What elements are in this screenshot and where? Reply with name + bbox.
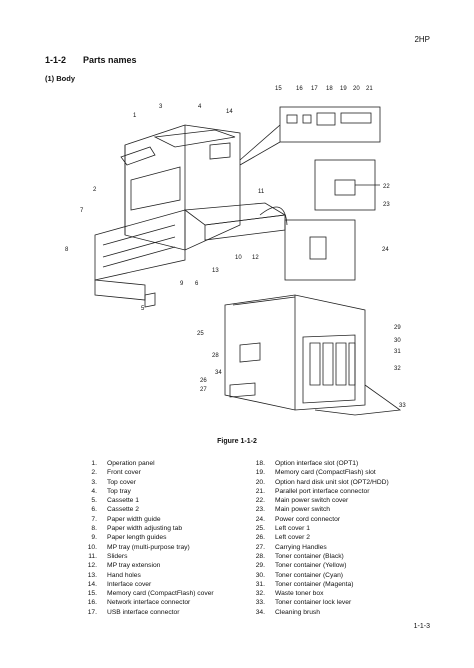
list-item: 24.Power cord connector [255, 515, 341, 523]
parts-list-left: 1.Operation panel 2.Front cover 3.Top co… [82, 459, 242, 617]
callout-21: 21 [366, 86, 373, 92]
callout-16: 16 [296, 86, 303, 92]
printer-front-drawing [94, 124, 287, 308]
callout-9: 9 [180, 281, 184, 287]
printer-parts-figure: 1 2 3 4 5 6 7 8 9 10 11 12 13 14 15 16 1… [55, 85, 425, 425]
list-item: 7.Paper width guide [91, 515, 161, 523]
callout-27: 27 [200, 387, 207, 393]
list-item: 1.Operation panel [91, 460, 155, 467]
list-item: 19.Memory card (CompactFlash) slot [255, 469, 376, 477]
list-item: 2.Front cover [91, 469, 141, 477]
printer-side-drawing [224, 294, 402, 416]
callout-17: 17 [311, 86, 318, 92]
list-item: 18.Option interface slot (OPT1) [255, 460, 359, 467]
list-item: 20.Option hard disk unit slot (OPT2/HDD) [255, 478, 389, 486]
callout-6: 6 [195, 281, 199, 287]
callout-23: 23 [383, 202, 390, 208]
list-item: 25.Left cover 1 [255, 525, 310, 533]
list-item: 6.Cassette 2 [91, 506, 139, 514]
callout-18: 18 [326, 86, 333, 92]
figure-callouts: 1 2 3 4 5 6 7 8 9 10 11 12 13 14 15 16 1… [65, 86, 406, 409]
callout-19: 19 [340, 86, 347, 92]
callout-31: 31 [394, 349, 401, 355]
power-cord-drawing [259, 206, 356, 281]
list-item: 12.MP tray extension [87, 562, 161, 570]
list-item: 17.USB interface connector [87, 608, 180, 616]
callout-28: 28 [212, 353, 219, 359]
list-item: 9.Paper length guides [91, 534, 167, 542]
callout-14: 14 [226, 109, 233, 115]
callout-30: 30 [394, 338, 401, 344]
callout-3: 3 [159, 104, 163, 110]
subsection-title: (1) Body [45, 74, 75, 83]
callout-12: 12 [252, 255, 259, 261]
callout-8: 8 [65, 247, 69, 253]
callout-5: 5 [141, 306, 145, 312]
callout-10: 10 [235, 255, 242, 261]
callout-2: 2 [93, 187, 97, 193]
callout-34: 34 [215, 370, 222, 376]
list-item: 15.Memory card (CompactFlash) cover [87, 590, 214, 598]
list-item: 3.Top cover [91, 478, 136, 486]
callout-7: 7 [80, 208, 84, 214]
list-item: 21.Parallel port interface connector [255, 487, 370, 495]
list-item: 31.Toner container (Magenta) [255, 580, 354, 588]
list-item: 22.Main power switch cover [255, 497, 349, 505]
callout-22: 22 [383, 184, 390, 190]
list-item: 5.Cassette 1 [91, 497, 139, 505]
list-item: 28.Toner container (Black) [255, 552, 344, 560]
printer-illustration: 1 2 3 4 5 6 7 8 9 10 11 12 13 14 15 16 1… [65, 86, 406, 416]
list-item: 29.Toner container (Yellow) [255, 562, 347, 570]
callout-4: 4 [198, 104, 202, 110]
list-item: 23.Main power switch [255, 506, 331, 514]
page-number: 1-1-3 [413, 623, 430, 630]
list-item: 4.Top tray [91, 487, 131, 495]
callout-20: 20 [353, 86, 360, 92]
section-heading: 1-1-2 Parts names [45, 55, 137, 65]
list-item: 27.Carrying Handles [255, 543, 327, 551]
list-item: 33.Toner container lock lever [255, 599, 352, 607]
figure-caption: Figure 1-1-2 [217, 438, 257, 445]
callout-33: 33 [399, 403, 406, 409]
callout-25: 25 [197, 331, 204, 337]
callout-26: 26 [200, 378, 207, 384]
callout-1: 1 [133, 113, 137, 119]
list-item: 11.Sliders [88, 552, 128, 560]
callout-15: 15 [275, 86, 282, 92]
list-item: 32.Waste toner box [255, 590, 324, 598]
callout-29: 29 [394, 325, 401, 331]
list-item: 8.Paper width adjusting tab [91, 525, 183, 533]
list-item: 14.Interface cover [87, 580, 152, 588]
callout-13: 13 [212, 268, 219, 274]
page-id: 2HP [414, 35, 430, 44]
list-item: 16.Network interface connector [87, 599, 191, 607]
parts-list-right: 18.Option interface slot (OPT1) 19.Memor… [250, 459, 440, 617]
callout-11: 11 [258, 189, 265, 195]
list-item: 34.Cleaning brush [255, 608, 320, 616]
power-switch-drawing [314, 159, 380, 211]
list-item: 30.Toner container (Cyan) [255, 571, 344, 579]
callout-32: 32 [394, 366, 401, 372]
section-number: 1-1-2 [45, 55, 67, 65]
list-item: 26.Left cover 2 [255, 534, 310, 542]
interface-panel-drawing [239, 106, 381, 166]
callout-24: 24 [382, 247, 389, 253]
list-item: 13.Hand holes [87, 571, 141, 579]
list-item: 10.MP tray (multi-purpose tray) [87, 543, 190, 551]
section-title: Parts names [83, 55, 137, 65]
